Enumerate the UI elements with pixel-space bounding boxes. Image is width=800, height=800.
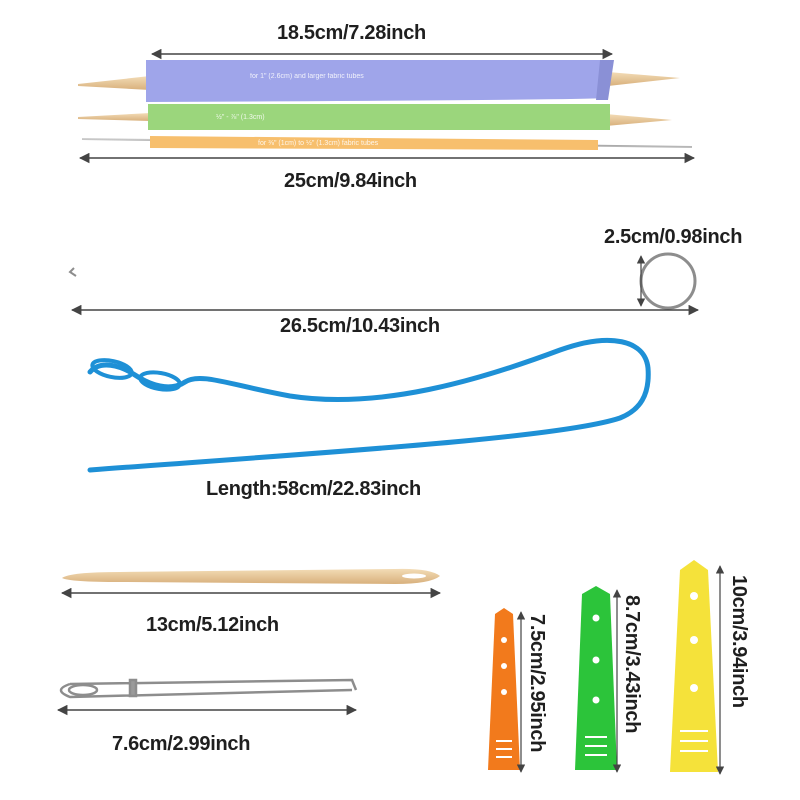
metal-bodkin-tweezer [59,678,358,699]
hook-length-label: 26.5cm/10.43inch [280,315,440,337]
green-rod-text: ½" - ⅞" (1.3cm) [216,113,265,121]
tweezer-length-label: 7.6cm/2.99inch [112,733,251,755]
wooden-bodkin-needle [62,568,440,584]
latch-hook-tool [68,252,697,310]
top-length-label: 18.5cm/7.28inch [277,22,426,44]
orange-tab-label: 7.5cm/2.95inch [526,614,548,753]
rods-total-label: 25cm/9.84inch [284,170,417,192]
threader-length-label: Length:58cm/22.83inch [206,478,421,500]
green-elastic-threader [575,586,617,770]
orange-tube-turner: for ⅜" (1cm) to ½" (1.3cm) fabric tubes [81,136,693,150]
yellow-tab-label: 10cm/3.94inch [728,575,750,708]
orange-elastic-threader [488,608,520,770]
green-tab-label: 8.7cm/3.43inch [621,595,643,734]
green-tube-turner: ½" - ⅞" (1.3cm) [78,104,672,130]
purple-tube-turner: for 1" (2.6cm) and larger fabric tubes [78,60,680,102]
yellow-elastic-threader [670,560,718,772]
purple-rod-text: for 1" (2.6cm) and larger fabric tubes [250,73,364,80]
bodkin-length-label: 13cm/5.12inch [146,614,279,636]
orange-rod-text: for ⅜" (1cm) to ½" (1.3cm) fabric tubes [258,139,379,147]
ring-diameter-label: 2.5cm/0.98inch [604,226,743,248]
blue-flexible-threader [87,337,651,473]
